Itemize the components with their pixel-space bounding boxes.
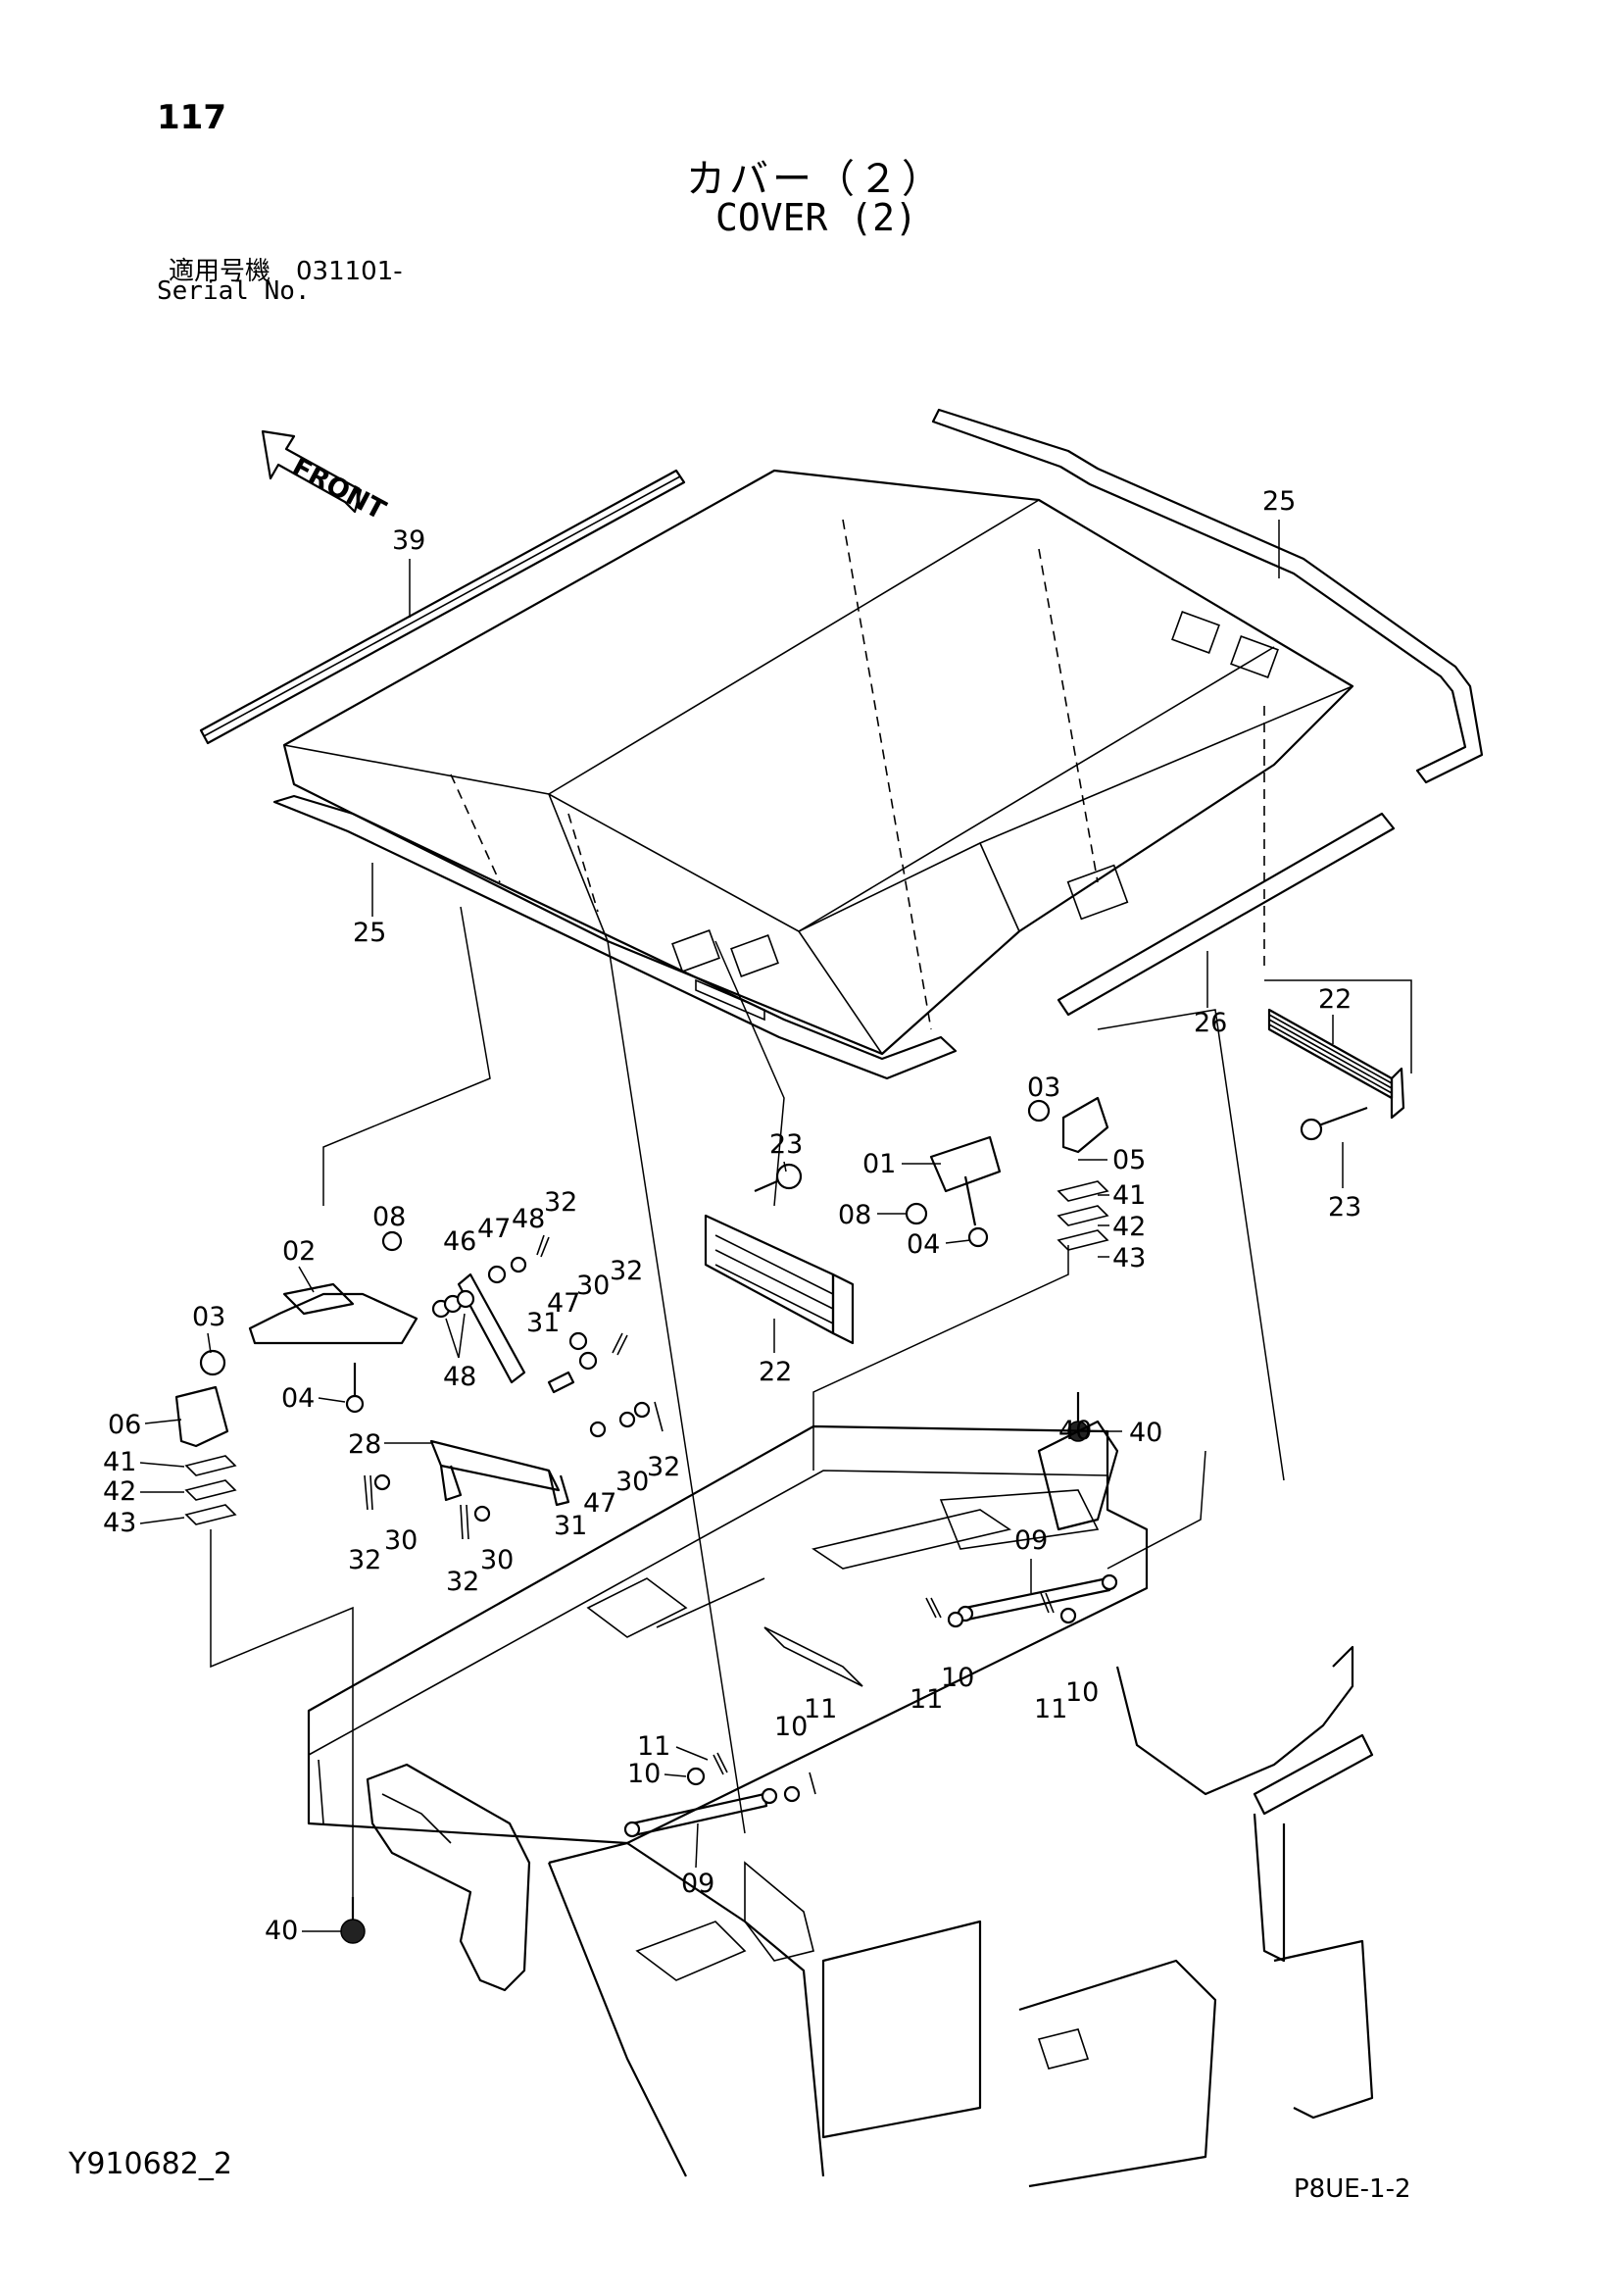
callout-01: 01: [862, 1149, 896, 1179]
bolt-23-right: [1300, 1106, 1368, 1141]
callout-09-left: 09: [681, 1869, 714, 1899]
callout-28: 28: [348, 1429, 381, 1460]
callout-42-left: 42: [103, 1476, 136, 1507]
callout-06: 06: [108, 1410, 141, 1440]
callout-30-upper: 30: [576, 1271, 610, 1301]
callout-31-lower: 31: [554, 1511, 587, 1541]
callout-04-right: 04: [907, 1229, 940, 1260]
damper-22-center: [704, 1214, 855, 1345]
callout-02: 02: [282, 1236, 316, 1267]
callout-30-right: 30: [615, 1467, 649, 1497]
hinge-assembly-left: [174, 1230, 418, 1525]
callout-31-upper: 31: [526, 1308, 560, 1338]
callout-11-left-a: 11: [637, 1731, 670, 1762]
callout-32-right: 32: [647, 1452, 680, 1482]
callout-30-bottom: 30: [480, 1545, 514, 1575]
callout-41-left: 41: [103, 1447, 136, 1477]
callouts: 39 25 25 26 22 23 23 22 03 01 05 41 42 4…: [103, 486, 1361, 1946]
callout-47-lower: 47: [583, 1488, 616, 1519]
hinge-assembly-right: [905, 1096, 1109, 1251]
callout-43-left: 43: [103, 1508, 136, 1538]
callout-41-right: 41: [1112, 1180, 1146, 1211]
callout-26: 26: [1194, 1008, 1227, 1038]
callout-32-bottom: 32: [446, 1567, 479, 1597]
page-title: COVER (2): [715, 196, 917, 239]
callout-40-upper: 40: [1058, 1416, 1092, 1446]
callout-32-mid: 32: [610, 1256, 643, 1286]
callout-48-lower: 48: [443, 1362, 476, 1392]
callout-22-right: 22: [1318, 984, 1352, 1015]
gas-spring-09-left: [623, 1592, 1077, 1838]
bolt-23-center: [754, 1163, 803, 1193]
callout-40-upper-num: 40: [1129, 1418, 1162, 1448]
callout-42-right: 42: [1112, 1212, 1146, 1242]
callout-23-center: 23: [769, 1129, 803, 1160]
serial-range-label: 適用号機 031101-: [169, 257, 403, 286]
page-number: 117: [157, 98, 226, 137]
callout-10-left-a: 10: [627, 1759, 661, 1789]
page-code: P8UE-1-2: [1294, 2174, 1411, 2204]
callout-30-left: 30: [384, 1525, 418, 1556]
callout-23-right: 23: [1328, 1192, 1361, 1223]
cover-seal-25: [272, 794, 958, 1080]
front-label: FRONT: [287, 452, 391, 526]
weather-strip-39: [199, 469, 686, 745]
callout-10-right-b: 10: [1065, 1677, 1099, 1708]
callout-09-right: 09: [1014, 1525, 1048, 1556]
callout-04-left: 04: [281, 1383, 315, 1414]
damper-22-right: [1267, 1008, 1405, 1120]
serial-no-label: Serial No.: [157, 276, 311, 306]
callout-48-upper: 48: [512, 1204, 545, 1234]
bolt-40-lower: [340, 1897, 366, 1944]
callout-47-mid: 47: [547, 1288, 580, 1319]
callout-43-right: 43: [1112, 1243, 1146, 1273]
callout-32-upper: 32: [544, 1187, 577, 1218]
callout-10-left-b: 10: [774, 1712, 808, 1742]
callout-08-left: 08: [372, 1202, 406, 1232]
machine-frame: [307, 1420, 1374, 2188]
callout-11-right-b: 11: [1034, 1694, 1067, 1724]
callout-25-left: 25: [353, 918, 386, 948]
callout-39: 39: [392, 525, 425, 556]
leader-lines: [210, 906, 1412, 1897]
strip-26: [1057, 812, 1396, 1017]
callout-22-center: 22: [759, 1357, 792, 1387]
callout-03-right: 03: [1027, 1073, 1060, 1103]
link-assembly: [364, 1234, 664, 1540]
page-title-japanese: カバー（２）: [686, 157, 945, 202]
figure-id: Y910682_2: [69, 2147, 232, 2181]
callout-11-right-a: 11: [910, 1684, 943, 1715]
front-direction-arrow: FRONT: [261, 429, 391, 526]
callout-25-right: 25: [1262, 486, 1296, 517]
callout-47-upper: 47: [477, 1214, 511, 1244]
callout-08-right: 08: [838, 1200, 871, 1230]
callout-40-lower: 40: [265, 1916, 298, 1946]
callout-10-right-a: 10: [941, 1663, 974, 1693]
callout-03-left: 03: [192, 1302, 225, 1332]
cover-body: [282, 469, 1354, 1056]
callout-11-left-b: 11: [804, 1694, 837, 1724]
callout-05: 05: [1112, 1145, 1146, 1175]
weather-strip-25-right: [931, 408, 1484, 784]
callout-46: 46: [443, 1226, 476, 1257]
callout-32-left: 32: [348, 1545, 381, 1575]
